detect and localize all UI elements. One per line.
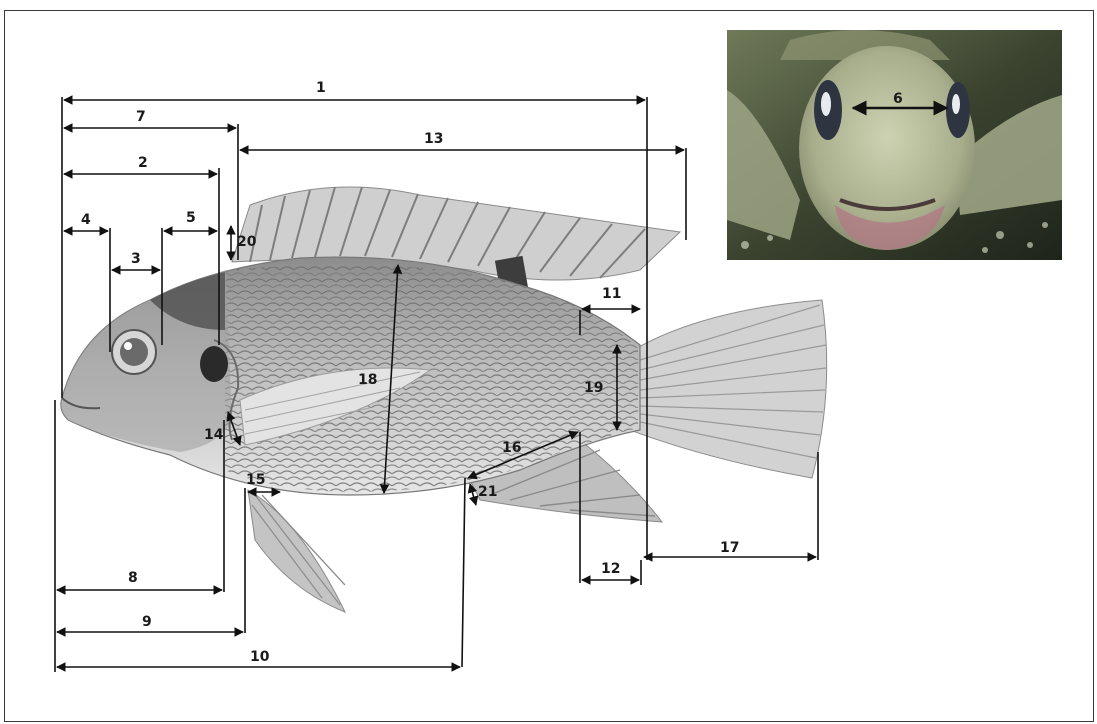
fish-illustration [61,187,827,612]
label-1: 1 [316,80,326,96]
label-15: 15 [246,472,265,488]
label-9: 9 [142,614,152,630]
label-2: 2 [138,155,148,171]
label-8: 8 [128,570,138,586]
label-20: 20 [237,234,257,250]
label-16: 16 [502,440,521,456]
label-10: 10 [250,649,270,665]
caudal-fin [630,300,827,478]
label-19: 19 [584,380,603,396]
label-4: 4 [81,212,91,228]
label-13: 13 [424,131,443,147]
label-6: 6 [893,91,903,107]
label-3: 3 [131,251,141,267]
label-7: 7 [136,109,146,125]
label-14: 14 [204,427,224,443]
label-11: 11 [602,286,621,302]
label-18: 18 [358,372,377,388]
label-5: 5 [186,210,196,226]
label-12: 12 [601,561,620,577]
front-view-photo [727,30,1062,260]
label-17: 17 [720,540,739,556]
label-21: 21 [478,484,497,500]
